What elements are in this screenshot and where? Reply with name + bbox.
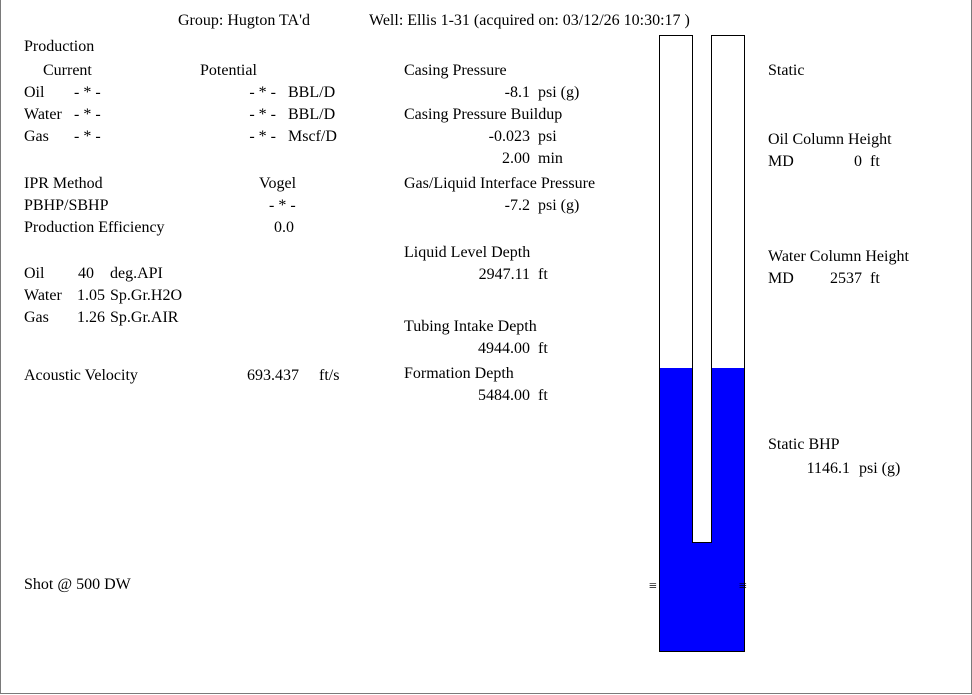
- gas-production-label: Gas: [24, 128, 49, 145]
- casing-pressure-value: -8.1: [504, 84, 530, 101]
- oil-production-unit: BBL/D: [288, 84, 336, 101]
- tubing-intake-depth-unit: ft: [538, 340, 548, 357]
- gas-production-unit: Mscf/D: [288, 128, 337, 145]
- formation-depth-unit: ft: [538, 387, 548, 404]
- water-column-md-label: MD: [768, 270, 794, 287]
- casing-pressure-unit: psi (g): [538, 84, 580, 101]
- oil-fluid-value: 40: [78, 265, 94, 282]
- oil-column-md-label: MD: [768, 153, 794, 170]
- water-column-height-value: 2537: [830, 270, 862, 287]
- static-bhp-unit: psi (g): [859, 460, 901, 477]
- interface-pressure-label: Gas/Liquid Interface Pressure: [404, 175, 596, 192]
- perforation-marker-right: ≡: [739, 579, 747, 594]
- ipr-method-label: IPR Method: [24, 175, 103, 192]
- pbhp-sbhp-value: - * -: [269, 197, 296, 214]
- tubing-intake-depth-value: 4944.00: [478, 340, 530, 357]
- water-potential-value: - * -: [249, 106, 276, 123]
- formation-depth-label: Formation Depth: [404, 365, 514, 382]
- wellbore-diagram: ≡ ≡: [649, 35, 747, 652]
- oil-production-label: Oil: [24, 84, 45, 101]
- oil-potential-value: - * -: [249, 84, 276, 101]
- oil-fluid-unit: deg.API: [110, 265, 163, 282]
- oil-current-value: - * -: [74, 84, 101, 101]
- casing-pressure-buildup-unit: psi: [538, 128, 557, 145]
- buildup-time-unit: min: [538, 150, 563, 167]
- buildup-time-value: 2.00: [502, 150, 530, 167]
- oil-fluid-label: Oil: [24, 265, 45, 282]
- formation-depth-value: 5484.00: [478, 387, 530, 404]
- well-label: Well: Ellis 1-31 (acquired on: 03/12/26 …: [369, 12, 690, 29]
- production-title: Production: [24, 38, 95, 55]
- gas-fluid-label: Gas: [24, 309, 49, 326]
- water-column-height-label: Water Column Height: [768, 248, 909, 265]
- acoustic-velocity-label: Acoustic Velocity: [24, 367, 138, 384]
- gas-potential-value: - * -: [249, 128, 276, 145]
- oil-column-height-value: 0: [854, 153, 862, 170]
- liquid-level-depth-label: Liquid Level Depth: [404, 244, 531, 261]
- oil-column-height-unit: ft: [870, 153, 880, 170]
- casing-pressure-label: Casing Pressure: [404, 62, 507, 79]
- potential-column-header: Potential: [200, 62, 257, 79]
- static-bhp-value: 1146.1: [806, 460, 850, 477]
- acoustic-velocity-value: 693.437: [247, 367, 299, 384]
- oil-column-height-label: Oil Column Height: [768, 131, 892, 148]
- tubing-intake-depth-label: Tubing Intake Depth: [404, 318, 537, 335]
- tubing-string: [692, 35, 712, 543]
- water-production-label: Water: [24, 106, 62, 123]
- liquid-level-depth-unit: ft: [538, 266, 548, 283]
- water-fluid-unit: Sp.Gr.H2O: [110, 287, 183, 304]
- gas-current-value: - * -: [74, 128, 101, 145]
- static-label: Static: [768, 62, 805, 79]
- casing-pressure-buildup-value: -0.023: [488, 128, 530, 145]
- casing-pressure-buildup-label: Casing Pressure Buildup: [404, 106, 563, 123]
- production-efficiency-label: Production Efficiency: [24, 219, 165, 236]
- water-fluid-label: Water: [24, 287, 62, 304]
- interface-pressure-value: -7.2: [504, 197, 530, 214]
- shot-label: Shot @ 500 DW: [24, 576, 131, 593]
- interface-pressure-unit: psi (g): [538, 197, 580, 214]
- acoustic-velocity-unit: ft/s: [319, 367, 340, 384]
- gas-fluid-value: 1.26: [77, 309, 105, 326]
- pbhp-sbhp-label: PBHP/SBHP: [24, 197, 109, 214]
- water-current-value: - * -: [74, 106, 101, 123]
- gas-fluid-unit: Sp.Gr.AIR: [110, 309, 179, 326]
- ipr-method-value: Vogel: [259, 175, 297, 192]
- liquid-level-depth-value: 2947.11: [478, 266, 530, 283]
- static-bhp-label: Static BHP: [768, 436, 840, 453]
- water-production-unit: BBL/D: [288, 106, 336, 123]
- current-column-header: Current: [43, 62, 92, 79]
- water-fluid-value: 1.05: [77, 287, 105, 304]
- group-label: Group: Hugton TA'd: [178, 12, 310, 29]
- production-efficiency-value: 0.0: [274, 219, 294, 236]
- perforation-marker-left: ≡: [649, 579, 657, 594]
- water-column-height-unit: ft: [870, 270, 880, 287]
